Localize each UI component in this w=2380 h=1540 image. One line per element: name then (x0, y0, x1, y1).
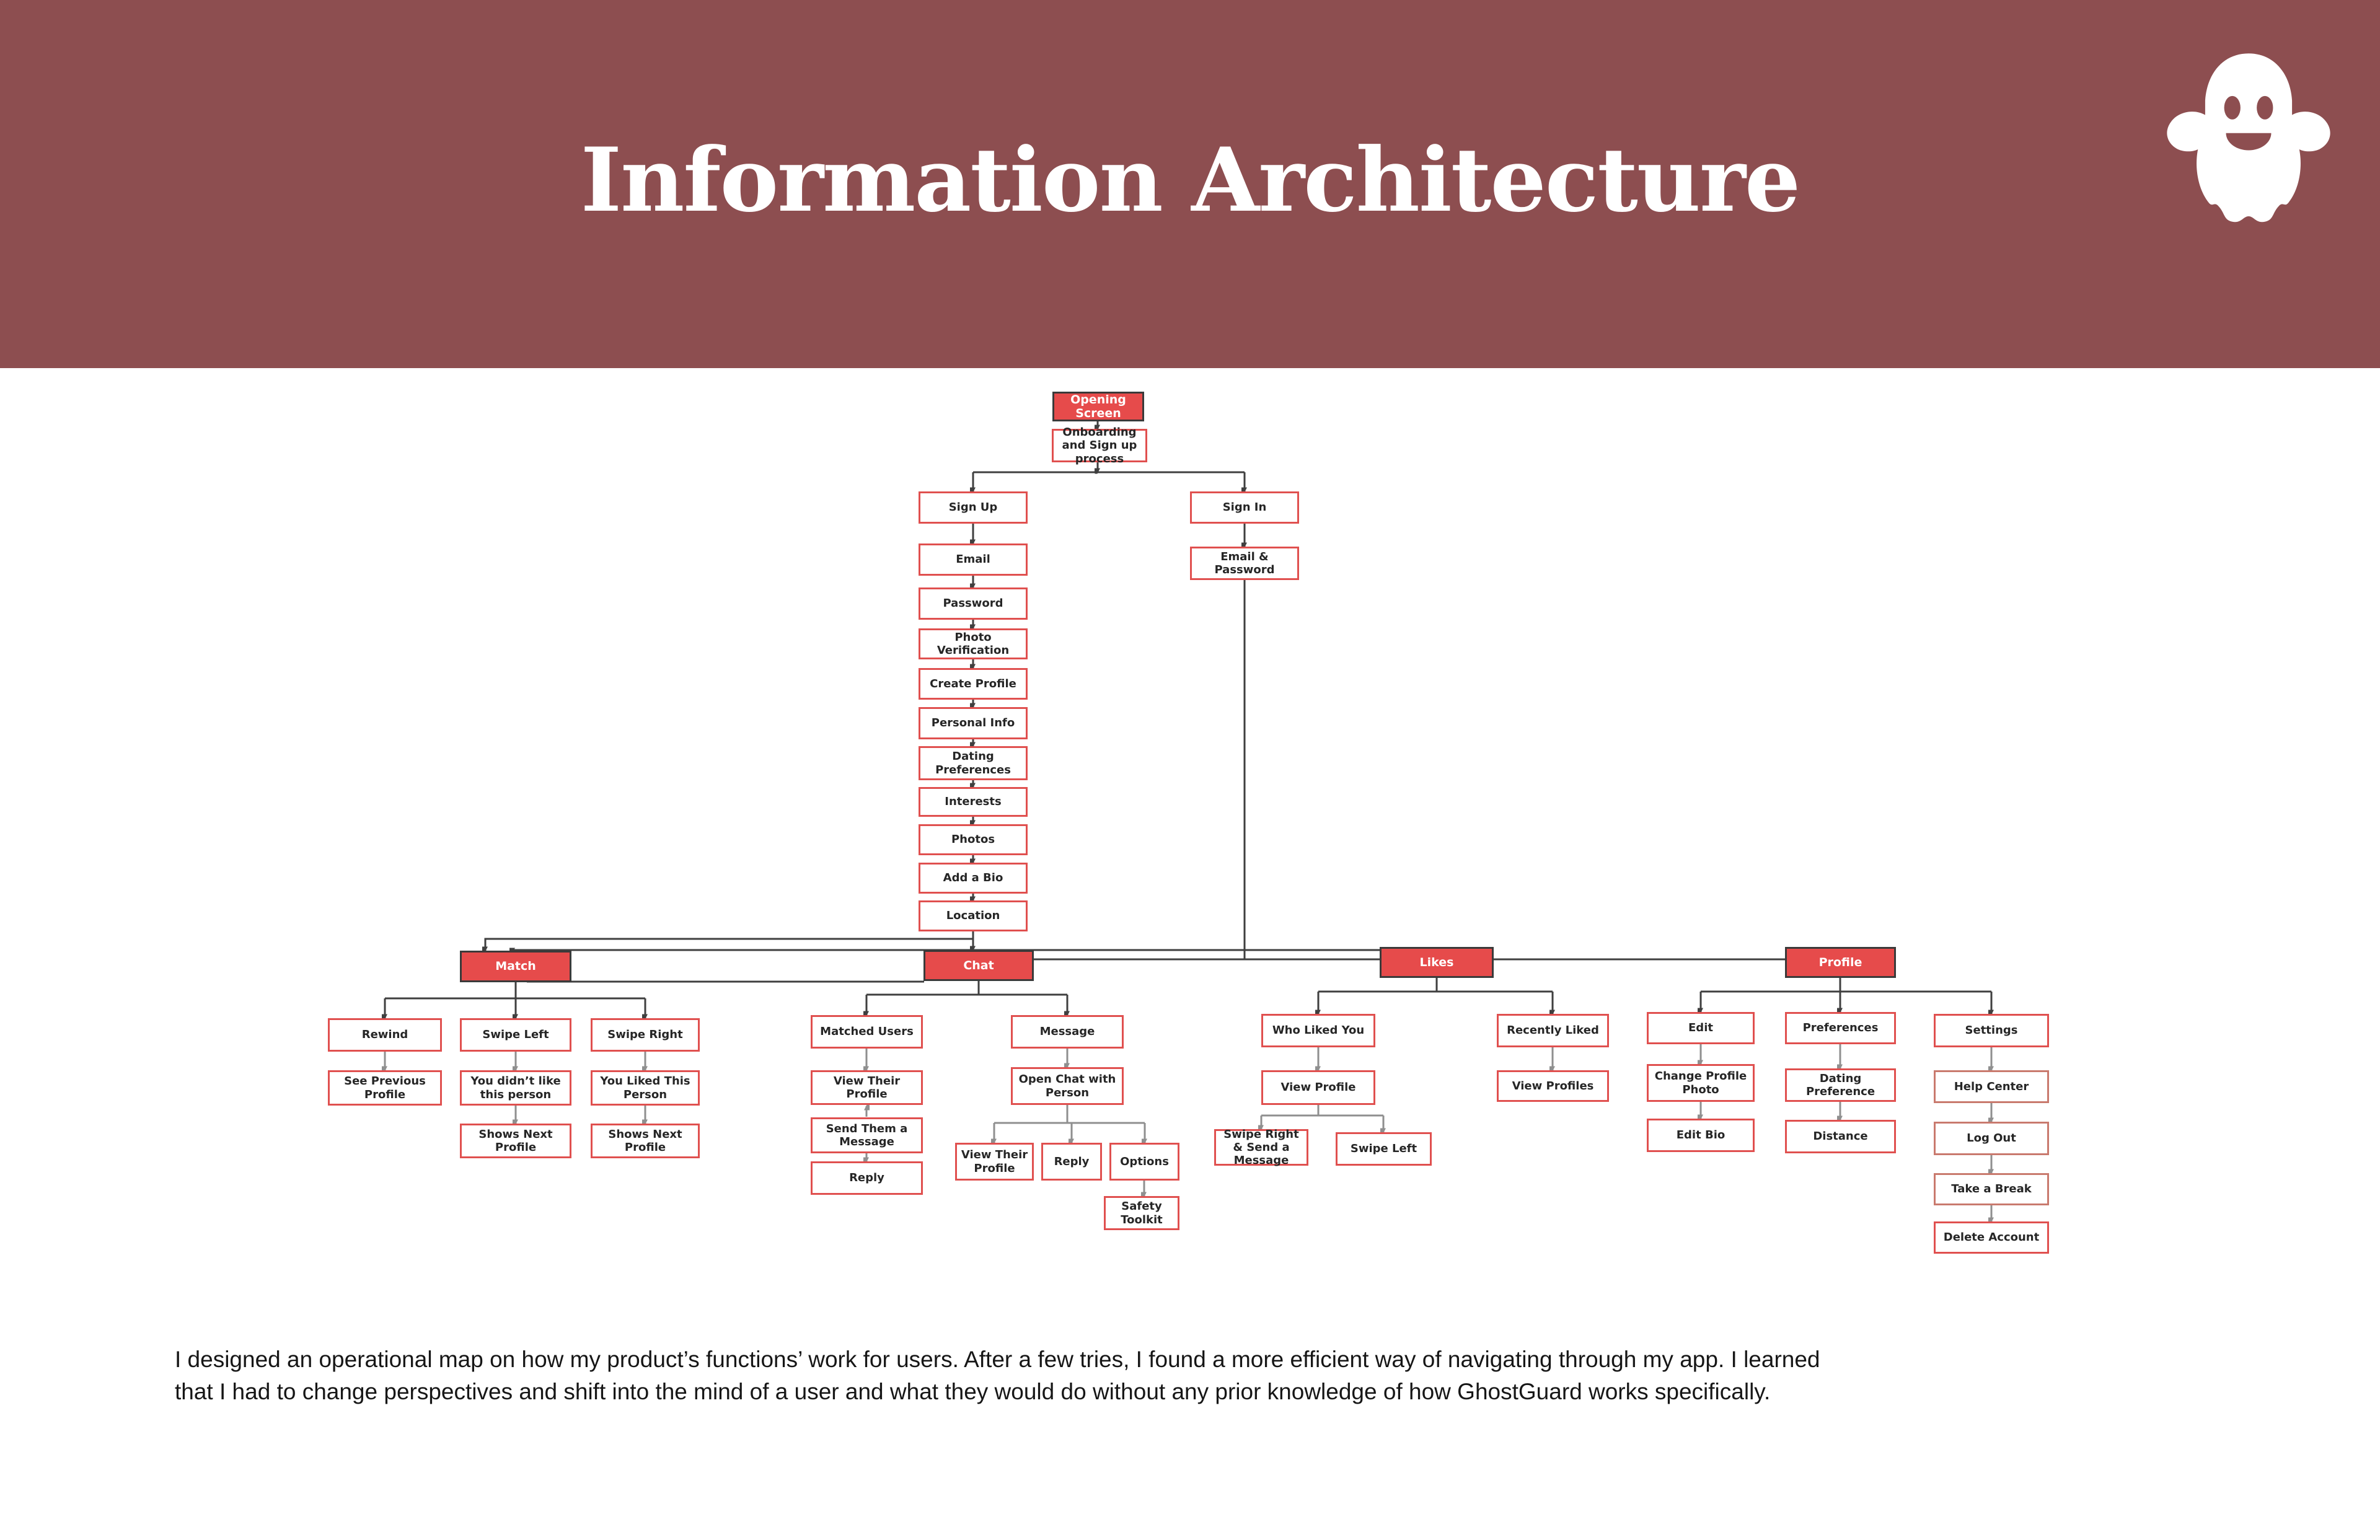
flow-node-likes: Likes (1380, 947, 1494, 978)
flow-node-view-their-profile: View Their Profile (811, 1070, 923, 1105)
flow-node-shows-next-profile-right: Shows Next Profile (591, 1124, 700, 1158)
flow-node-swipe-right-send-message: Swipe Right & Send a Message (1214, 1128, 1308, 1167)
flow-node-matched-users: Matched Users (811, 1015, 923, 1049)
connector-line (485, 938, 973, 951)
flow-node-edit: Edit (1647, 1012, 1755, 1044)
flow-node-open-chat-with-person: Open Chat with Person (1011, 1067, 1124, 1105)
flow-node-log-out: Log Out (1934, 1122, 2049, 1155)
flow-node-photos: Photos (919, 824, 1028, 855)
flow-node-see-previous-profile: See Previous Profile (328, 1070, 442, 1106)
description-line: I designed an operational map on how my … (175, 1347, 1820, 1372)
flow-node-view-their-profile-2: View Their Profile (955, 1143, 1034, 1181)
flow-node-options: Options (1109, 1143, 1179, 1181)
flow-node-distance: Distance (1785, 1120, 1896, 1153)
flow-node-reply-left: Reply (811, 1161, 923, 1195)
flow-node-email: Email (919, 543, 1028, 576)
flow-node-sign-up: Sign Up (919, 491, 1028, 524)
flow-node-location: Location (919, 900, 1028, 931)
flow-node-help-center: Help Center (1934, 1070, 2049, 1103)
flow-node-you-liked-this-person: You Liked This Person (591, 1070, 700, 1106)
flow-node-profile: Profile (1785, 947, 1896, 978)
flow-node-interests: Interests (919, 787, 1028, 817)
flow-node-onboarding: Onboarding and Sign up process (1052, 426, 1147, 465)
flow-node-personal-info: Personal Info (919, 707, 1028, 739)
flow-node-edit-bio: Edit Bio (1647, 1119, 1755, 1152)
flow-node-chat: Chat (923, 950, 1034, 981)
flow-node-reply-right: Reply (1041, 1143, 1102, 1181)
flow-node-swipe-right: Swipe Right (591, 1018, 700, 1052)
flow-node-delete-account: Delete Account (1934, 1221, 2049, 1254)
flow-node-view-profiles: View Profiles (1497, 1070, 1609, 1102)
flow-node-settings: Settings (1934, 1014, 2049, 1047)
flow-node-opening-screen: Opening Screen (1052, 392, 1144, 421)
flow-node-create-profile: Create Profile (919, 668, 1028, 700)
flow-node-add-a-bio: Add a Bio (919, 863, 1028, 894)
flow-node-swipe-left: Swipe Left (460, 1018, 571, 1052)
header-banner: Information Architecture (0, 0, 2380, 368)
description-line: that I had to change perspectives and sh… (175, 1379, 1771, 1404)
flow-node-recently-liked: Recently Liked (1497, 1014, 1609, 1047)
flow-node-change-profile-photo: Change Profile Photo (1647, 1064, 1755, 1102)
flow-node-match: Match (460, 951, 571, 982)
flow-node-take-a-break: Take a Break (1934, 1173, 2049, 1205)
flow-node-preferences: Preferences (1785, 1012, 1896, 1044)
page-title: Information Architecture (580, 129, 1801, 232)
flow-node-swipe-left-2: Swipe Left (1336, 1132, 1432, 1166)
flow-node-sign-in: Sign In (1190, 491, 1299, 524)
flow-node-password: Password (919, 587, 1028, 620)
flow-node-email-password: Email & Password (1190, 547, 1299, 580)
ghost-icon (2167, 53, 2330, 222)
flow-node-shows-next-profile-left: Shows Next Profile (460, 1124, 571, 1158)
flow-node-safety-toolkit: Safety Toolkit (1104, 1196, 1179, 1230)
flow-node-view-profile: View Profile (1261, 1070, 1375, 1105)
flow-node-message: Message (1011, 1015, 1124, 1049)
flow-node-photo-verification: Photo Verification (919, 628, 1028, 659)
flow-node-rewind: Rewind (328, 1018, 442, 1052)
flowchart-connectors (0, 421, 2380, 1335)
flow-node-dating-preferences: Dating Preferences (919, 746, 1028, 780)
flow-node-send-them-a-message: Send Them a Message (811, 1117, 923, 1153)
flow-node-you-didnt-like: You didn’t like this person (460, 1070, 571, 1106)
flow-node-dating-preference: Dating Preference (1785, 1068, 1896, 1102)
flow-node-who-liked-you: Who Liked You (1261, 1014, 1375, 1047)
description-paragraph: I designed an operational map on how my … (175, 1344, 2183, 1408)
